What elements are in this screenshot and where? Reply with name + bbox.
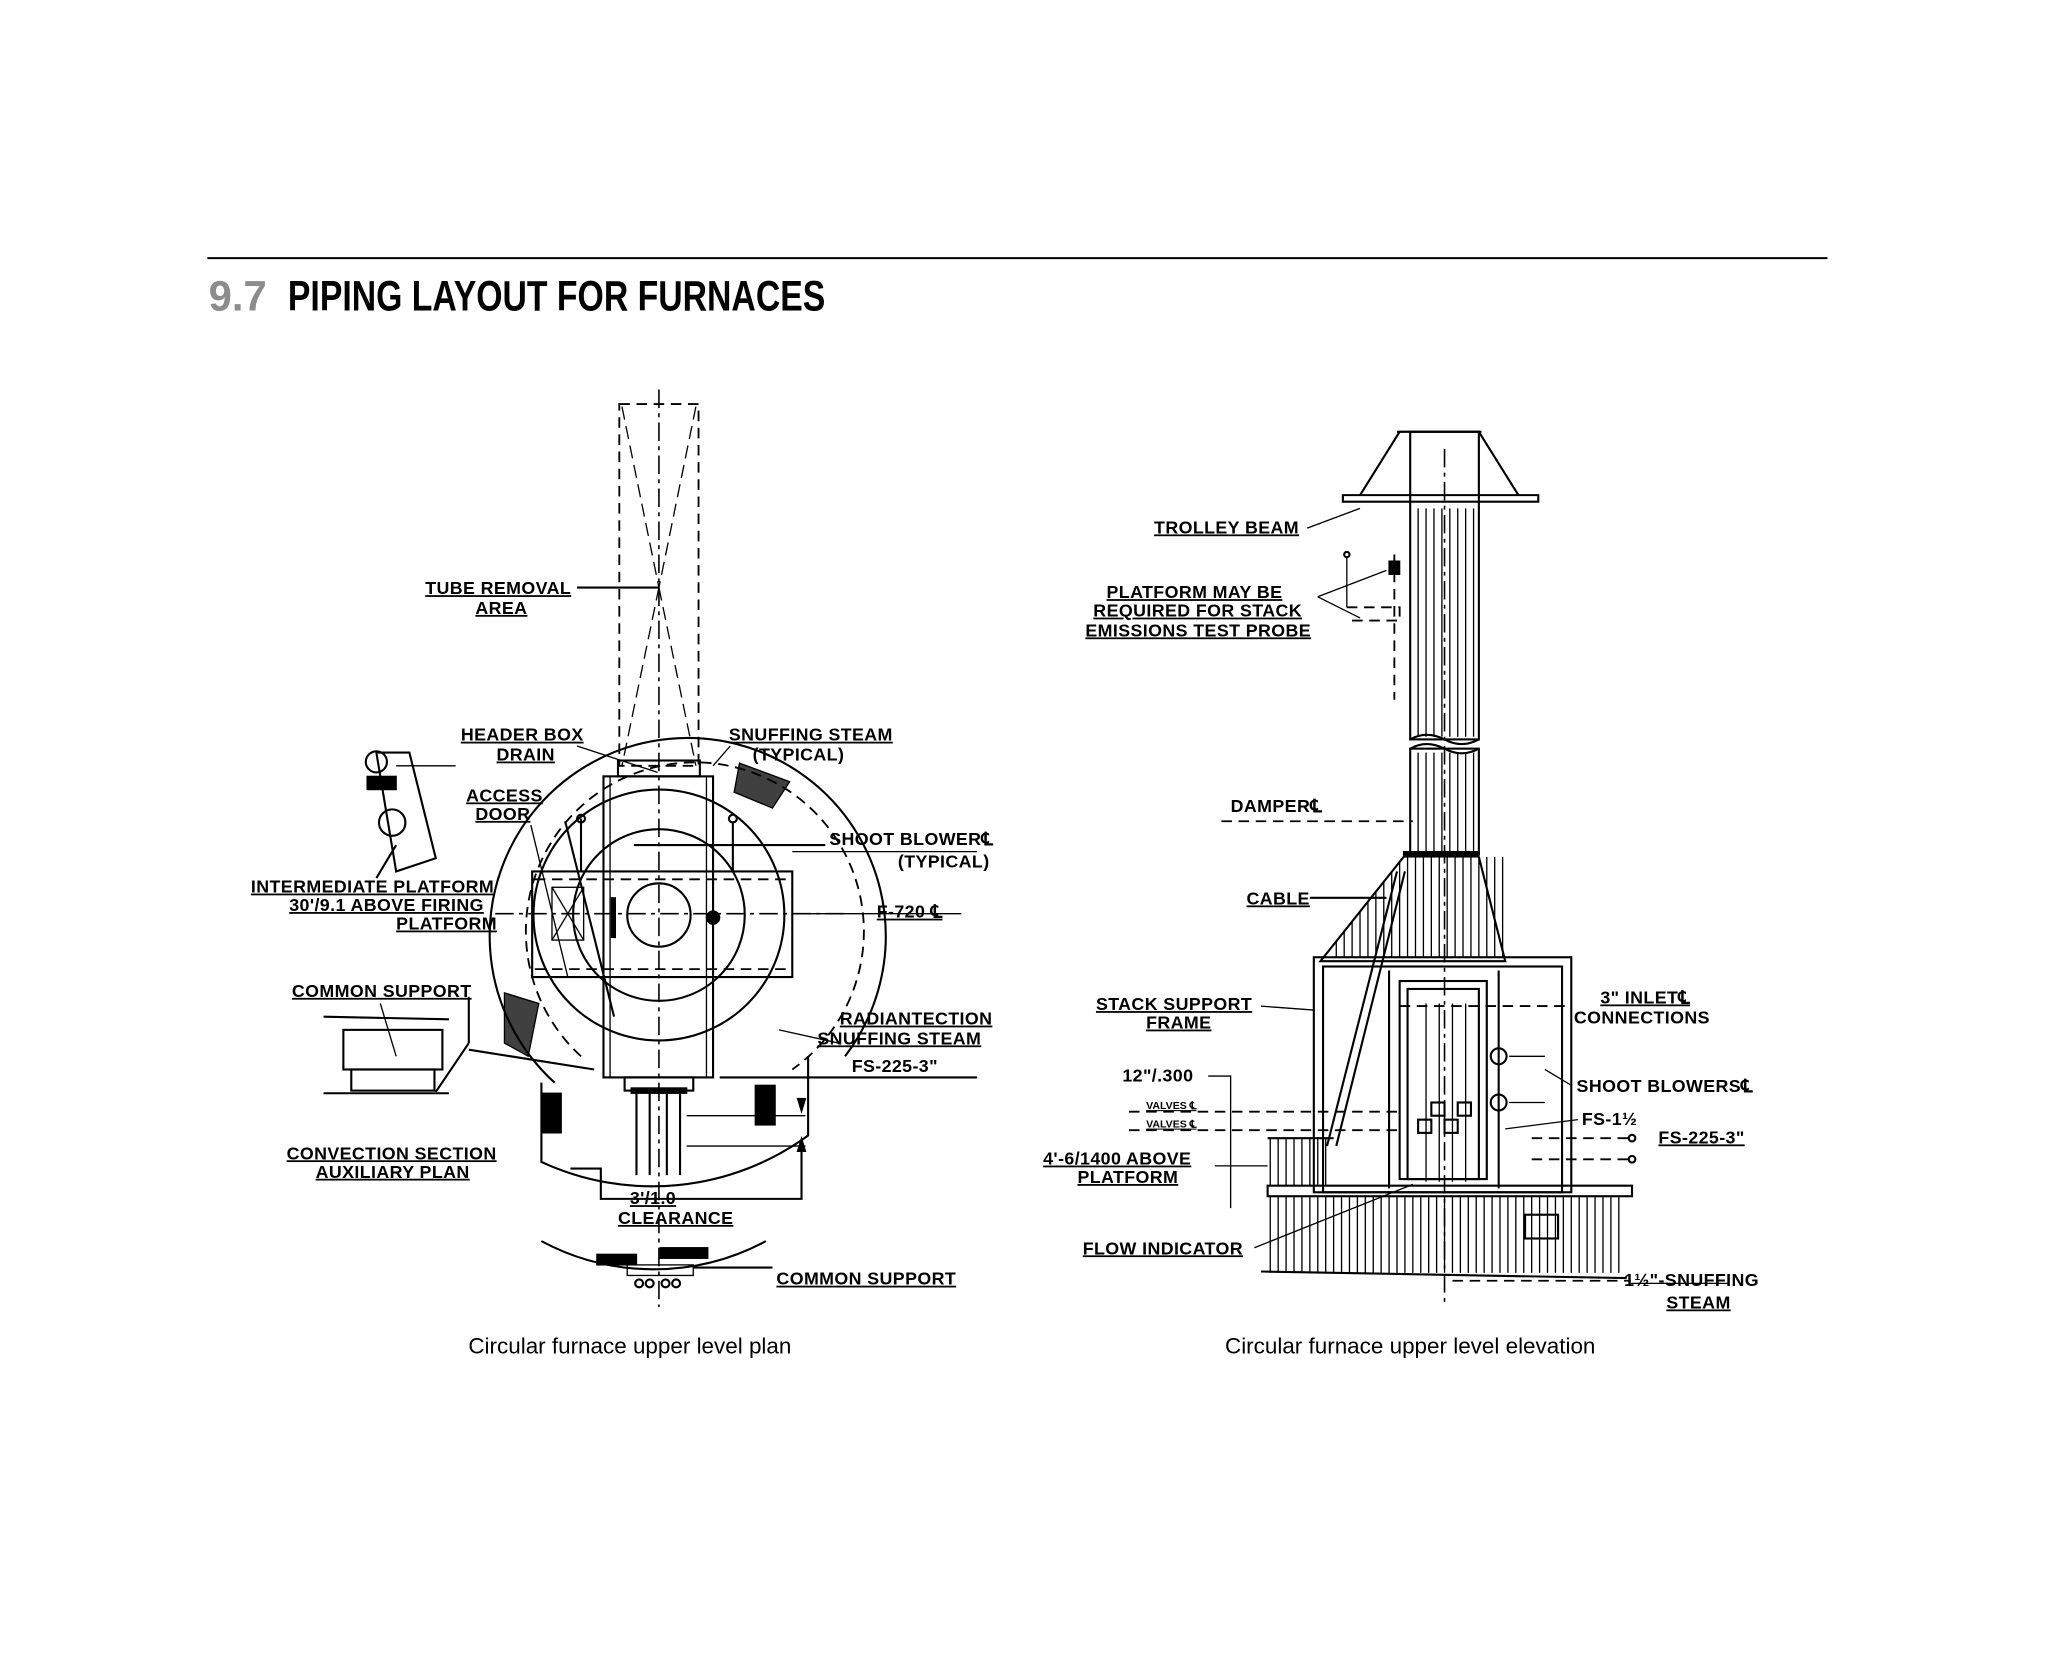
label-flow-indicator: FLOW INDICATOR bbox=[1083, 1238, 1243, 1258]
label-snuffing-steam: SNUFFING STEAM bbox=[729, 725, 893, 745]
label-platform-may-be-2: REQUIRED FOR STACK bbox=[1093, 601, 1302, 621]
label-damper: DAMPER℄ bbox=[1231, 796, 1323, 816]
label-radiant-section-2: SNUFFING STEAM bbox=[817, 1028, 981, 1048]
label-convection-section-2: AUXILIARY PLAN bbox=[316, 1162, 470, 1182]
caption-elevation: Circular furnace upper level elevation bbox=[1225, 1333, 1595, 1358]
section-number: 9.7 bbox=[209, 272, 267, 319]
label-f720: F-720 ℄ bbox=[877, 902, 943, 922]
label-header-box-2: DRAIN bbox=[497, 745, 555, 765]
label-shoot-blowers: SHOOT BLOWERS℄ bbox=[1577, 1076, 1753, 1096]
caption-plan: Circular furnace upper level plan bbox=[468, 1333, 791, 1358]
label-platform-may-be: PLATFORM MAY BE bbox=[1107, 582, 1283, 602]
label-above-platform: 4'-6/1400 ABOVE bbox=[1043, 1149, 1191, 1169]
label-convection-section: CONVECTION SECTION bbox=[287, 1143, 497, 1163]
label-above-platform-2: PLATFORM bbox=[1077, 1167, 1178, 1187]
plan-labels: TUBE REMOVAL AREA HEADER BOX DRAIN SNUFF… bbox=[251, 578, 993, 1289]
label-dim-12: 12"/.300 bbox=[1122, 1065, 1193, 1085]
label-valves-1: VALVES ℄ bbox=[1146, 1100, 1198, 1112]
label-access-door-2: DOOR bbox=[475, 804, 530, 824]
furnace-elevation-drawing bbox=[1128, 430, 1730, 1308]
label-inlet-2: CONNECTIONS bbox=[1574, 1007, 1710, 1027]
label-access-door: ACCESS bbox=[466, 785, 543, 805]
label-stack-support-2: FRAME bbox=[1146, 1013, 1211, 1033]
label-header-box: HEADER BOX bbox=[461, 725, 584, 745]
elevation-labels: TROLLEY BEAM PLATFORM MAY BE REQUIRED FO… bbox=[1043, 517, 1759, 1312]
label-fs225-right: FS-225-3" bbox=[1658, 1127, 1744, 1147]
label-cable: CABLE bbox=[1246, 888, 1309, 908]
label-snuffing-steam-2: (TYPICAL) bbox=[753, 745, 845, 765]
label-clearance-2: CLEARANCE bbox=[618, 1208, 733, 1228]
furnace-plan-drawing bbox=[323, 389, 978, 1308]
label-trolley-beam: TROLLEY BEAM bbox=[1154, 517, 1299, 537]
label-platform-may-be-3: EMISSIONS TEST PROBE bbox=[1085, 620, 1311, 640]
label-clearance: 3'/1.0 bbox=[630, 1188, 676, 1208]
label-intermediate-platform-2: 30'/9.1 ABOVE FIRING bbox=[289, 895, 484, 915]
label-shoot-blower: SHOOT BLOWER℄ bbox=[829, 829, 993, 849]
label-common-support-2: COMMON SUPPORT bbox=[776, 1269, 956, 1289]
label-fs225: FS-225-3" bbox=[852, 1056, 938, 1076]
label-common-support: COMMON SUPPORT bbox=[292, 981, 472, 1001]
label-intermediate-platform-3: PLATFORM bbox=[396, 914, 497, 934]
label-shoot-blower-2: (TYPICAL) bbox=[898, 851, 990, 871]
label-valves-2: VALVES ℄ bbox=[1146, 1119, 1198, 1131]
label-intermediate-platform: INTERMEDIATE PLATFORM bbox=[251, 877, 494, 897]
label-fs-1-5: FS-1½ bbox=[1582, 1109, 1637, 1129]
section-title: PIPING LAYOUT FOR FURNACES bbox=[288, 272, 825, 319]
label-tube-removal-2: AREA bbox=[475, 598, 527, 618]
label-radiant-section: RADIANTECTION bbox=[840, 1009, 993, 1029]
label-snuffing-steam-right-2: STEAM bbox=[1666, 1292, 1730, 1312]
label-inlet: 3" INLET℄ bbox=[1600, 987, 1690, 1007]
label-snuffing-steam-right: 1½"-SNUFFING bbox=[1624, 1270, 1759, 1290]
label-tube-removal: TUBE REMOVAL bbox=[425, 578, 571, 598]
label-stack-support: STACK SUPPORT bbox=[1096, 994, 1252, 1014]
